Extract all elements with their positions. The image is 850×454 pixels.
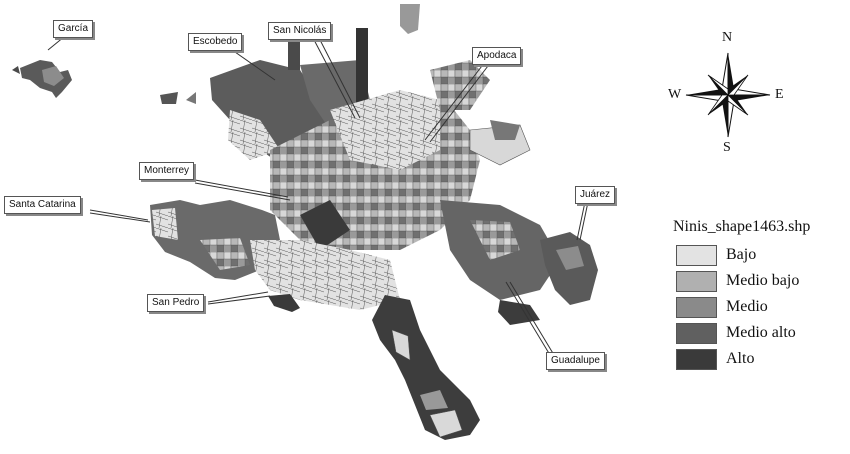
- label-guadalupe: Guadalupe: [546, 352, 605, 370]
- legend-item: Bajo: [676, 242, 810, 268]
- region-garcia: [12, 60, 72, 98]
- legend-swatch: [676, 296, 717, 318]
- legend-item: Alto: [676, 346, 810, 372]
- legend-item: Medio alto: [676, 320, 810, 346]
- legend-label: Medio bajo: [726, 272, 800, 289]
- label-monterrey: Monterrey: [139, 162, 195, 180]
- legend-swatch: [676, 270, 717, 292]
- label-san-nicolas: San Nicolás: [268, 22, 332, 40]
- legend-label: Bajo: [726, 246, 757, 263]
- label-san-pedro: San Pedro: [147, 294, 205, 312]
- legend-item: Medio bajo: [676, 268, 810, 294]
- label-santa-catarina: Santa Catarina: [4, 196, 81, 214]
- compass-south: S: [723, 140, 731, 155]
- compass-north: N: [722, 30, 733, 45]
- label-apodaca: Apodaca: [472, 47, 522, 65]
- legend-label: Medio: [726, 298, 768, 315]
- compass-east: E: [775, 87, 784, 102]
- legend-label: Medio alto: [726, 324, 796, 341]
- map-legend: Ninis_shape1463.shp Bajo Medio bajo Medi…: [673, 218, 811, 372]
- label-garcia: García: [53, 20, 94, 38]
- label-juarez: Juárez: [575, 186, 616, 204]
- legend-swatch: [676, 244, 717, 266]
- label-escobedo: Escobedo: [188, 33, 243, 51]
- legend-item: Medio: [676, 294, 810, 320]
- compass-west: W: [668, 87, 682, 102]
- legend-label: Alto: [726, 350, 755, 367]
- legend-swatch: [676, 348, 717, 370]
- compass-rose-icon: [685, 52, 771, 138]
- legend-swatch: [676, 322, 717, 344]
- legend-title: Ninis_shape1463.shp: [673, 218, 811, 235]
